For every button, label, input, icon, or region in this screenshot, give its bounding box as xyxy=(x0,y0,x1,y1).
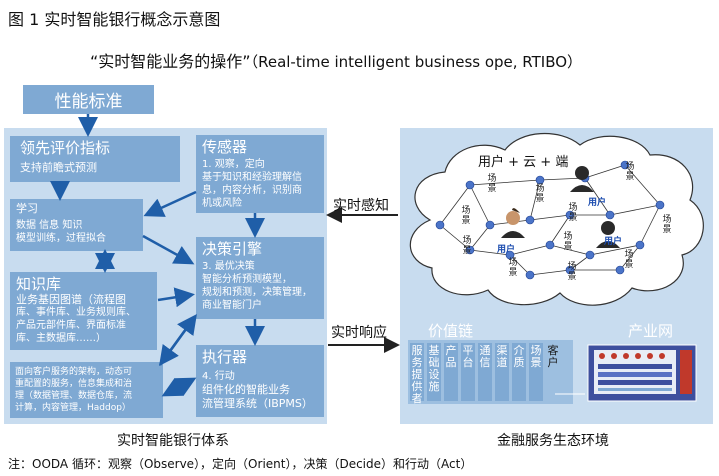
value-chain-columns: 服务提供者 基础设施 产品 平台 通信 渠道 介质 场景 客户 xyxy=(410,343,560,405)
sensor-box: 传感器 1. 观察，定向 基于知识和经验理解信 息，内容分析，识别商 机或风险 xyxy=(196,135,324,213)
vc-col-product: 产品 xyxy=(444,343,458,401)
main-title: “实时智能业务的操作”（Real-time intelligent busine… xyxy=(90,48,582,72)
cloud-title: 用户 + 云 + 端 xyxy=(478,155,569,170)
executor-box: 执行器 4. 行动 组件化的智能业务 流管理系统（IBPMS） xyxy=(196,345,324,417)
user-figure-2 xyxy=(501,208,525,238)
vc-col-customer: 客户 xyxy=(547,344,559,369)
scene-label: 场景 xyxy=(508,258,518,278)
kpi-text: 支持前瞻式预测 xyxy=(20,161,97,174)
user-label: 用户 xyxy=(588,198,607,208)
learning-title: 学习 xyxy=(16,202,38,215)
user-label: 用户 xyxy=(497,245,516,255)
knowledge-line4: 库、主数据库……） xyxy=(16,333,106,344)
vc-col-channel: 渠道 xyxy=(495,343,509,401)
decision-line3: 规划和预测，决策管理， xyxy=(202,287,312,298)
arrow-knowledge-decision xyxy=(157,287,195,308)
realtime-respond-label: 实时响应 xyxy=(331,325,387,341)
vc-col-provider: 服务提供者 xyxy=(410,343,424,405)
arrow-decision-arch xyxy=(159,317,196,367)
learning-line2: 模型训练，过程拟合 xyxy=(16,233,106,244)
vc-col-scene: 场景 xyxy=(529,343,543,401)
executor-line2: 组件化的智能业务 xyxy=(202,383,290,396)
arrow-executor-arch xyxy=(161,378,193,397)
industry-net-title: 产业网 xyxy=(628,322,674,340)
scene-label: 场景 xyxy=(462,236,472,256)
realtime-sense-label: 实时感知 xyxy=(333,198,389,214)
sensor-line4: 机或风险 xyxy=(202,198,242,209)
vc-col-platform: 平台 xyxy=(461,343,475,401)
scene-label: 场景 xyxy=(461,206,471,226)
knowledge-title: 知识库 xyxy=(16,275,62,293)
scene-label: 场景 xyxy=(563,232,573,252)
decision-title: 决策引擎 xyxy=(202,240,263,258)
knowledge-base-box: 知识库 业务基因图谱（流程图 库、事件库、业务规则库、 产品元部件库、界面标准 … xyxy=(10,272,157,350)
network-lines xyxy=(439,164,661,276)
architecture-box: 面向客户服务的架构，动态可 重配置的服务，信息集成和治 理（数据管理、数据仓库，… xyxy=(10,362,163,418)
scene-label: 场景 xyxy=(624,250,634,270)
scene-label: 场景 xyxy=(567,262,577,282)
executor-line1: 4. 行动 xyxy=(202,371,235,382)
performance-standard-box: 性能标准 xyxy=(23,85,154,114)
executor-title: 执行器 xyxy=(202,348,248,366)
learning-box: 学习 数据 信息 知识 模型训练，过程拟合 xyxy=(10,199,143,251)
architecture-line4: 计算，内容管理，Haddop） xyxy=(15,403,131,413)
kpi-title: 领先评价指标 xyxy=(20,139,111,157)
figure-title: 图 1 实时智能银行概念示意图 xyxy=(8,10,221,29)
sensor-line1: 1. 观察，定向 xyxy=(202,159,265,170)
arrow-learning-decision xyxy=(142,234,195,265)
sensor-title: 传感器 xyxy=(202,138,248,156)
decision-line4: 商业智能门户 xyxy=(202,300,262,311)
footnote: 注：OODA 循环：观察（Observe），定向（Orient），决策（Deci… xyxy=(8,457,473,471)
architecture-line1: 面向客户服务的架构，动态可 xyxy=(15,367,133,377)
main-title-en: （Real-time intelligent business ope, RTI… xyxy=(250,53,583,71)
sensor-line2: 基于知识和经验理解信 xyxy=(202,172,302,183)
user-figure-1 xyxy=(570,166,594,192)
decision-engine-box: 决策引擎 3. 最优决策 智能分析预测模型， 规划和预测，决策管理， 商业智能门… xyxy=(196,237,324,319)
scene-label: 场景 xyxy=(568,203,578,223)
value-chain-title: 价值链 xyxy=(428,322,474,340)
knowledge-line1: 业务基因图谱（流程图 xyxy=(16,293,126,306)
vc-col-infra: 基础设施 xyxy=(427,343,441,401)
user-figure-3 xyxy=(596,221,620,248)
user-label: 用户 xyxy=(604,237,623,247)
scene-label: 场景 xyxy=(662,215,672,235)
eco-caption: 金融服务生态环境 xyxy=(497,433,609,449)
vc-col-comm: 通信 xyxy=(478,343,492,401)
kpi-box: 领先评价指标 支持前瞻式预测 xyxy=(10,136,180,182)
scene-label: 场景 xyxy=(625,162,635,182)
cloud-shape xyxy=(409,133,704,306)
network-nodes xyxy=(435,160,665,280)
decision-line2: 智能分析预测模型， xyxy=(202,274,292,285)
learning-line1: 数据 信息 知识 xyxy=(16,220,83,231)
knowledge-line3: 产品元部件库、界面标准 xyxy=(16,320,126,331)
bank-system-caption: 实时智能银行体系 xyxy=(117,433,229,449)
arrow-sensor-learning xyxy=(143,190,197,217)
executor-line3: 流管理系统（IBPMS） xyxy=(202,397,313,410)
main-title-cn: “实时智能业务的操作” xyxy=(90,52,251,71)
vc-col-media: 介质 xyxy=(512,343,526,401)
knowledge-line2: 库、事件库、业务规则库、 xyxy=(16,307,136,318)
sensor-line3: 息，内容分析，识别商 xyxy=(202,185,302,196)
architecture-line2: 重配置的服务，信息集成和治 xyxy=(15,379,133,389)
decision-line1: 3. 最优决策 xyxy=(202,261,255,272)
scene-label: 场景 xyxy=(487,174,497,194)
industry-network-image xyxy=(587,344,697,402)
architecture-line3: 理（数据管理、数据仓库，流 xyxy=(15,391,133,401)
scene-label: 场景 xyxy=(535,184,545,204)
